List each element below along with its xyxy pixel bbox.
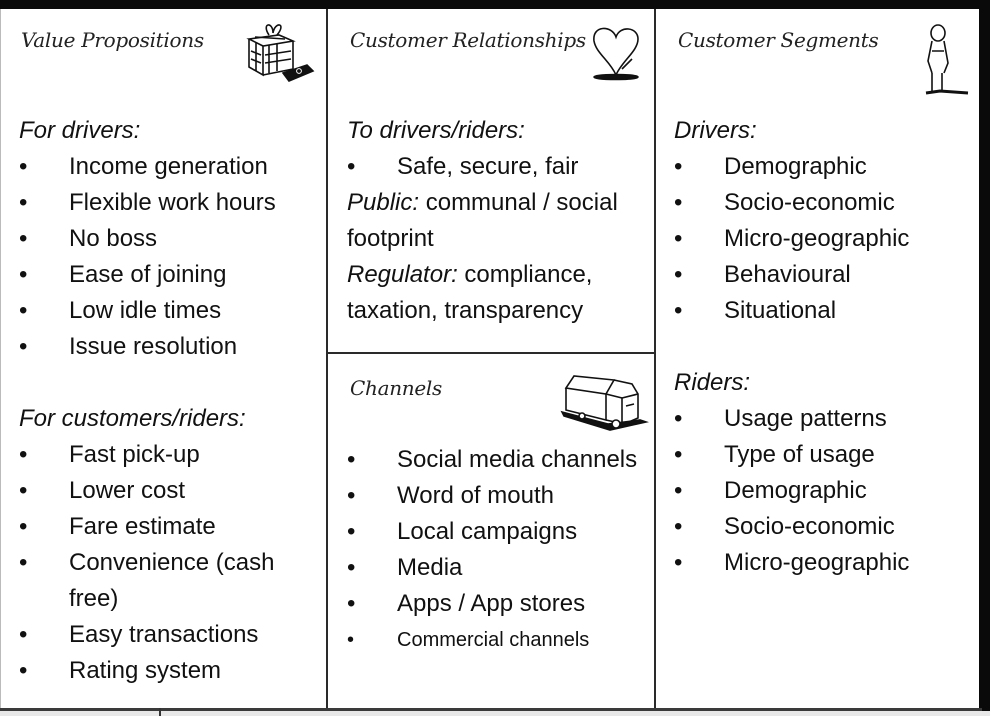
list-item: Micro-geographic	[674, 221, 974, 257]
channels-block: Channels Social media channels Word of m…	[328, 354, 656, 709]
list-item: Situational	[674, 293, 974, 329]
list-item: No boss	[19, 221, 324, 257]
relationships-heading: To drivers/riders:	[347, 117, 525, 144]
group-heading-drivers: For drivers:	[19, 117, 141, 144]
divider-stub	[159, 708, 161, 716]
frame-bottom-border	[0, 708, 982, 711]
list-item: Rating system	[19, 653, 324, 689]
list-item: Safe, secure, fair	[347, 149, 652, 185]
list-item: Behavioural	[674, 257, 974, 293]
list-item: Micro-geographic	[674, 545, 974, 581]
list-item: Type of usage	[674, 437, 974, 473]
frame-top-border	[0, 0, 990, 9]
public-label: Public:	[347, 189, 420, 216]
gift-icon	[239, 21, 319, 83]
list-item: Demographic	[674, 473, 974, 509]
value-propositions-title: Value Propositions	[21, 28, 204, 52]
customer-segments-block: Customer Segments Drivers: Demographic S…	[656, 9, 979, 709]
frame-bottom-margin	[0, 711, 990, 716]
list-item: Media	[347, 550, 652, 586]
spacer	[19, 365, 324, 401]
customer-segments-title: Customer Segments	[678, 28, 879, 52]
list-item: Fare estimate	[19, 509, 324, 545]
drivers-segment-list: Demographic Socio-economic Micro-geograp…	[674, 149, 974, 329]
customers-value-list: Fast pick-up Lower cost Fare estimate Co…	[19, 437, 324, 689]
list-item: Usage patterns	[674, 401, 974, 437]
truck-icon	[560, 366, 650, 438]
customer-segments-content: Drivers: Demographic Socio-economic Micr…	[674, 113, 974, 581]
channels-list: Social media channels Word of mouth Loca…	[347, 442, 652, 658]
list-item: Socio-economic	[674, 509, 974, 545]
riders-segment-list: Usage patterns Type of usage Demographic…	[674, 401, 974, 581]
segment-heading-riders: Riders:	[674, 369, 751, 396]
list-item: Fast pick-up	[19, 437, 324, 473]
list-item: Socio-economic	[674, 185, 974, 221]
heart-icon	[586, 21, 646, 81]
drivers-value-list: Income generation Flexible work hours No…	[19, 149, 324, 365]
list-item: Local campaigns	[347, 514, 652, 550]
relationships-list: Safe, secure, fair	[347, 149, 652, 185]
regulator-paragraph: Regulator: compliance, taxation, transpa…	[347, 257, 652, 329]
spacer	[674, 329, 974, 365]
list-item: Low idle times	[19, 293, 324, 329]
list-item: Convenience (cash free)	[19, 545, 324, 617]
customer-relationships-title: Customer Relationships	[350, 28, 586, 52]
value-propositions-block: Value Propositions For drivers: Income g…	[0, 9, 328, 709]
list-item: Social media channels	[347, 442, 652, 478]
list-item: Word of mouth	[347, 478, 652, 514]
list-item: Ease of joining	[19, 257, 324, 293]
list-item: Income generation	[19, 149, 324, 185]
person-icon	[914, 21, 974, 97]
customer-relationships-content: To drivers/riders: Safe, secure, fair Pu…	[347, 113, 652, 329]
public-text: communal / social footprint	[347, 189, 618, 252]
list-item: Easy transactions	[19, 617, 324, 653]
list-item: Apps / App stores	[347, 586, 652, 622]
public-paragraph: Public: communal / social footprint	[347, 185, 652, 257]
list-item: Lower cost	[19, 473, 324, 509]
segment-heading-drivers: Drivers:	[674, 117, 757, 144]
group-heading-customers: For customers/riders:	[19, 405, 246, 432]
value-propositions-content: For drivers: Income generation Flexible …	[19, 113, 324, 689]
list-item: Flexible work hours	[19, 185, 324, 221]
regulator-label: Regulator:	[347, 261, 458, 288]
regulator-text: compliance, taxation, transparency	[347, 261, 593, 324]
channels-content: Social media channels Word of mouth Loca…	[347, 442, 652, 658]
list-item: Issue resolution	[19, 329, 324, 365]
frame-right-border	[979, 0, 990, 712]
list-item: Demographic	[674, 149, 974, 185]
list-item: Commercial channels	[347, 622, 652, 658]
channels-title: Channels	[350, 376, 442, 400]
customer-relationships-block: Customer Relationships To drivers/riders…	[328, 9, 656, 354]
